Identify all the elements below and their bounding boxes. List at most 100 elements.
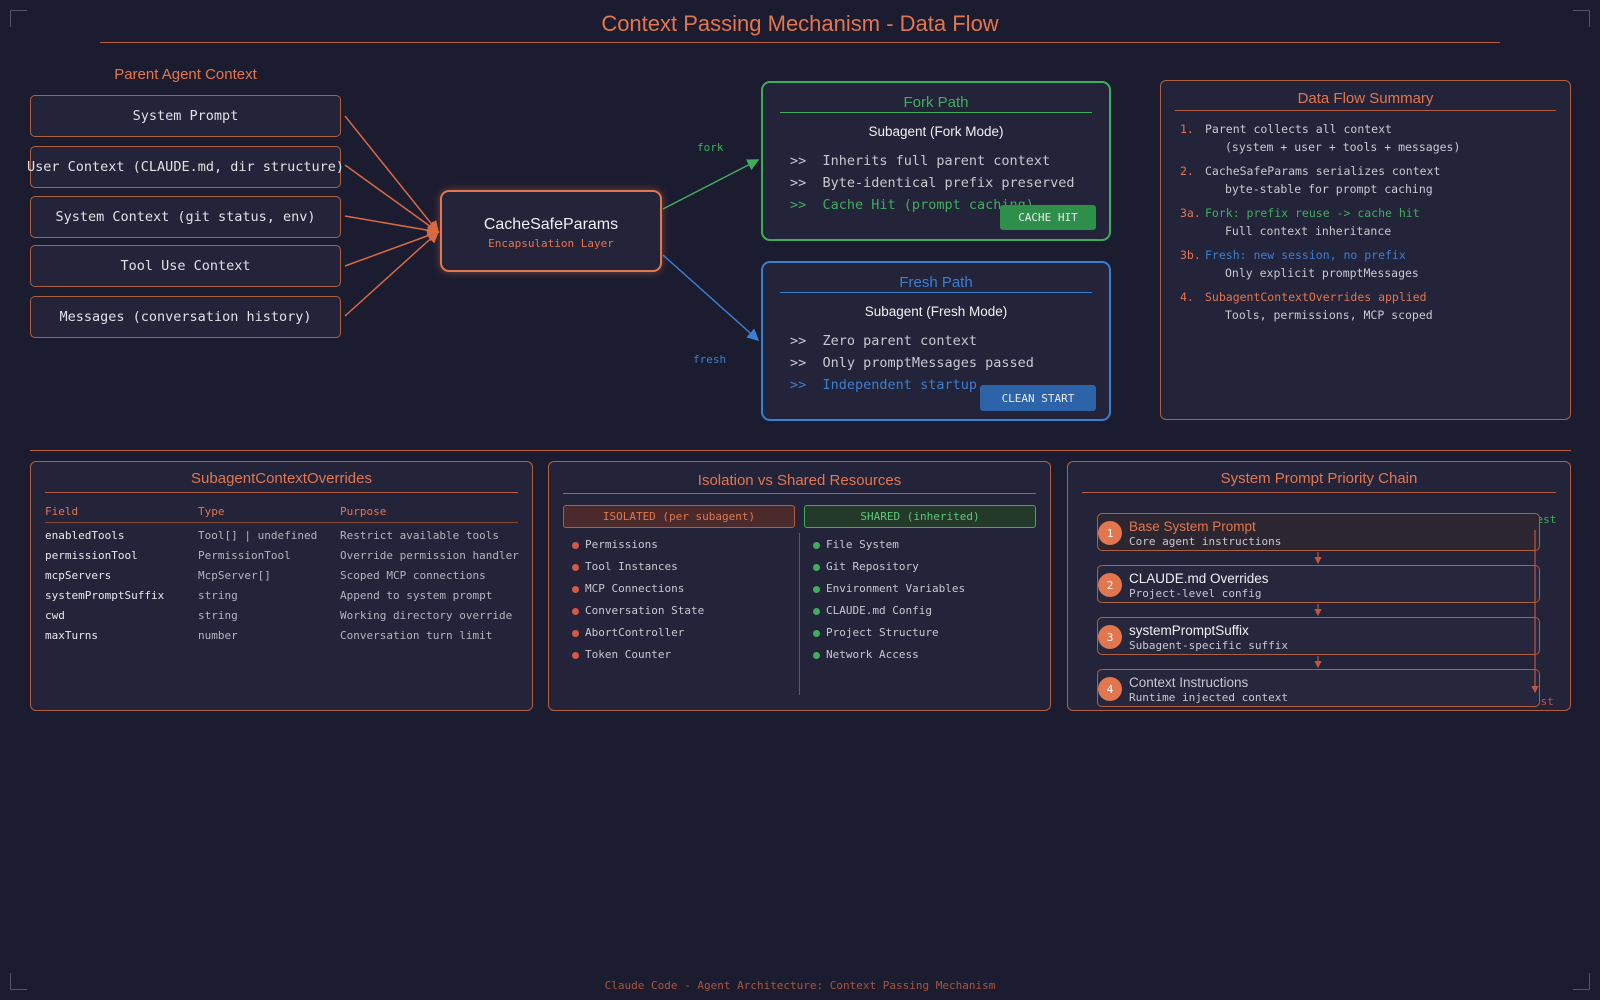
overrides-cell-field: enabledTools: [45, 529, 125, 542]
shared-item: Git Repository: [826, 560, 919, 573]
summary-underline: [1175, 110, 1556, 111]
priority-item-title: CLAUDE.md Overrides: [1129, 571, 1269, 586]
isolated-bullet: [572, 586, 579, 593]
overrides-heading: SubagentContextOverrides: [191, 470, 372, 487]
fork-line: >> Inherits full parent context: [790, 153, 1051, 169]
priority-item-title: Base System Prompt: [1129, 519, 1256, 534]
summary-heading: Data Flow Summary: [1297, 90, 1434, 107]
fork-path-heading: Fork Path: [903, 94, 969, 111]
overrides-cell-purpose: Restrict available tools: [340, 529, 499, 542]
overrides-cell-type: string: [198, 609, 238, 622]
overrides-underline: [45, 492, 518, 493]
fresh-path-underline: [780, 292, 1092, 293]
isolated-item: Conversation State: [585, 604, 705, 617]
shared-bullet: [813, 564, 820, 571]
shared-label: SHARED (inherited): [804, 505, 1036, 528]
fresh-line: >> Independent startup: [790, 377, 977, 393]
arrow-system-context: [344, 215, 440, 237]
overrides-column-header: Field: [45, 505, 79, 518]
priority-item-sub: Core agent instructions: [1129, 535, 1282, 548]
arrow-messages: [344, 230, 440, 317]
overrides-cell-type: Tool[] | undefined: [198, 529, 318, 542]
summary-item-text: Fresh: new session, no prefix: [1205, 248, 1406, 262]
isolated-item: MCP Connections: [585, 582, 685, 595]
arrow-fork: [662, 159, 760, 210]
overrides-cell-purpose: Working directory override: [340, 609, 513, 622]
overrides-panel: [30, 461, 533, 711]
isolated-bullet: [572, 564, 579, 571]
overrides-cell-purpose: Scoped MCP connections: [340, 569, 486, 582]
priority-underline: [1082, 492, 1556, 493]
summary-item-text: Parent collects all context: [1205, 122, 1392, 136]
priority-item-sub: Project-level config: [1129, 587, 1262, 600]
isolated-label: ISOLATED (per subagent): [563, 505, 795, 528]
summary-item-text: SubagentContextOverrides applied: [1205, 290, 1427, 304]
overrides-cell-field: mcpServers: [45, 569, 112, 582]
overrides-header-rule: [45, 522, 518, 523]
context-item-system-context: System Context (git status, env): [30, 196, 341, 238]
isolation-heading: Isolation vs Shared Resources: [697, 472, 902, 489]
priority-heading: System Prompt Priority Chain: [1220, 470, 1418, 487]
corner-mark-top-right: [1573, 10, 1590, 27]
overrides-cell-field: permissionTool: [45, 549, 138, 562]
priority-item-title: Context Instructions: [1129, 675, 1249, 690]
shared-bullet: [813, 652, 820, 659]
arrow-user-context: [344, 164, 440, 233]
shared-bullet: [813, 542, 820, 549]
summary-item-number: 1.: [1180, 122, 1194, 136]
isolated-bullet: [572, 608, 579, 615]
shared-item: Network Access: [826, 648, 919, 661]
summary-item-number: 3b.: [1180, 248, 1201, 262]
fork-line: >> Cache Hit (prompt caching): [790, 197, 1034, 213]
priority-item: [1097, 513, 1540, 551]
shared-item: File System: [826, 538, 899, 551]
priority-item-title: systemPromptSuffix: [1129, 623, 1249, 638]
fresh-line: >> Only promptMessages passed: [790, 355, 1034, 371]
summary-item-number: 2.: [1180, 164, 1194, 178]
section-divider: [30, 450, 1571, 451]
arrow-fresh: [662, 254, 760, 342]
shared-bullet: [813, 586, 820, 593]
overrides-cell-field: systemPromptSuffix: [45, 589, 165, 602]
shared-bullet: [813, 630, 820, 637]
priority-item-sub: Runtime injected context: [1129, 691, 1288, 704]
overrides-cell-purpose: Append to system prompt: [340, 589, 493, 602]
priority-item: [1097, 617, 1540, 655]
overrides-cell-type: string: [198, 589, 238, 602]
summary-item-sub: byte-stable for prompt caching: [1225, 182, 1433, 196]
parent-context-heading: Parent Agent Context: [114, 66, 257, 83]
corner-mark-top-left: [10, 10, 27, 27]
isolated-bullet: [572, 630, 579, 637]
cache-safe-params-subtitle: Encapsulation Layer: [488, 237, 614, 250]
context-item-tool-use-context: Tool Use Context: [30, 245, 341, 287]
priority-number-badge: 1: [1098, 521, 1122, 545]
priority-number-badge: 4: [1098, 677, 1122, 701]
shared-item: Project Structure: [826, 626, 939, 639]
overrides-column-header: Purpose: [340, 505, 387, 518]
cache-safe-params-node: [440, 190, 662, 272]
priority-number-badge: 2: [1098, 573, 1122, 597]
priority-item: [1097, 565, 1540, 603]
data-flow-summary-panel: [1160, 80, 1571, 420]
priority-item: [1097, 669, 1540, 707]
fork-path-underline: [780, 112, 1092, 113]
cache-hit-badge: CACHE HIT: [1000, 205, 1096, 230]
shared-bullet: [813, 608, 820, 615]
overrides-cell-type: McpServer[]: [198, 569, 271, 582]
isolated-bullet: [572, 542, 579, 549]
isolated-item: Tool Instances: [585, 560, 678, 573]
summary-item-number: 4.: [1180, 290, 1194, 304]
title-underline: [100, 42, 1500, 43]
summary-item-sub: Full context inheritance: [1225, 224, 1392, 238]
priority-number-badge: 3: [1098, 625, 1122, 649]
page-title: Context Passing Mechanism - Data Flow: [601, 11, 999, 36]
isolated-item: Token Counter: [585, 648, 672, 661]
shared-item: Environment Variables: [826, 582, 966, 595]
summary-item-number: 3a.: [1180, 206, 1201, 220]
clean-start-badge: CLEAN START: [980, 385, 1096, 411]
priority-item-sub: Subagent-specific suffix: [1129, 639, 1288, 652]
context-item-user-context: User Context (CLAUDE.md, dir structure): [27, 146, 344, 188]
summary-item-sub: Only explicit promptMessages: [1225, 266, 1419, 280]
